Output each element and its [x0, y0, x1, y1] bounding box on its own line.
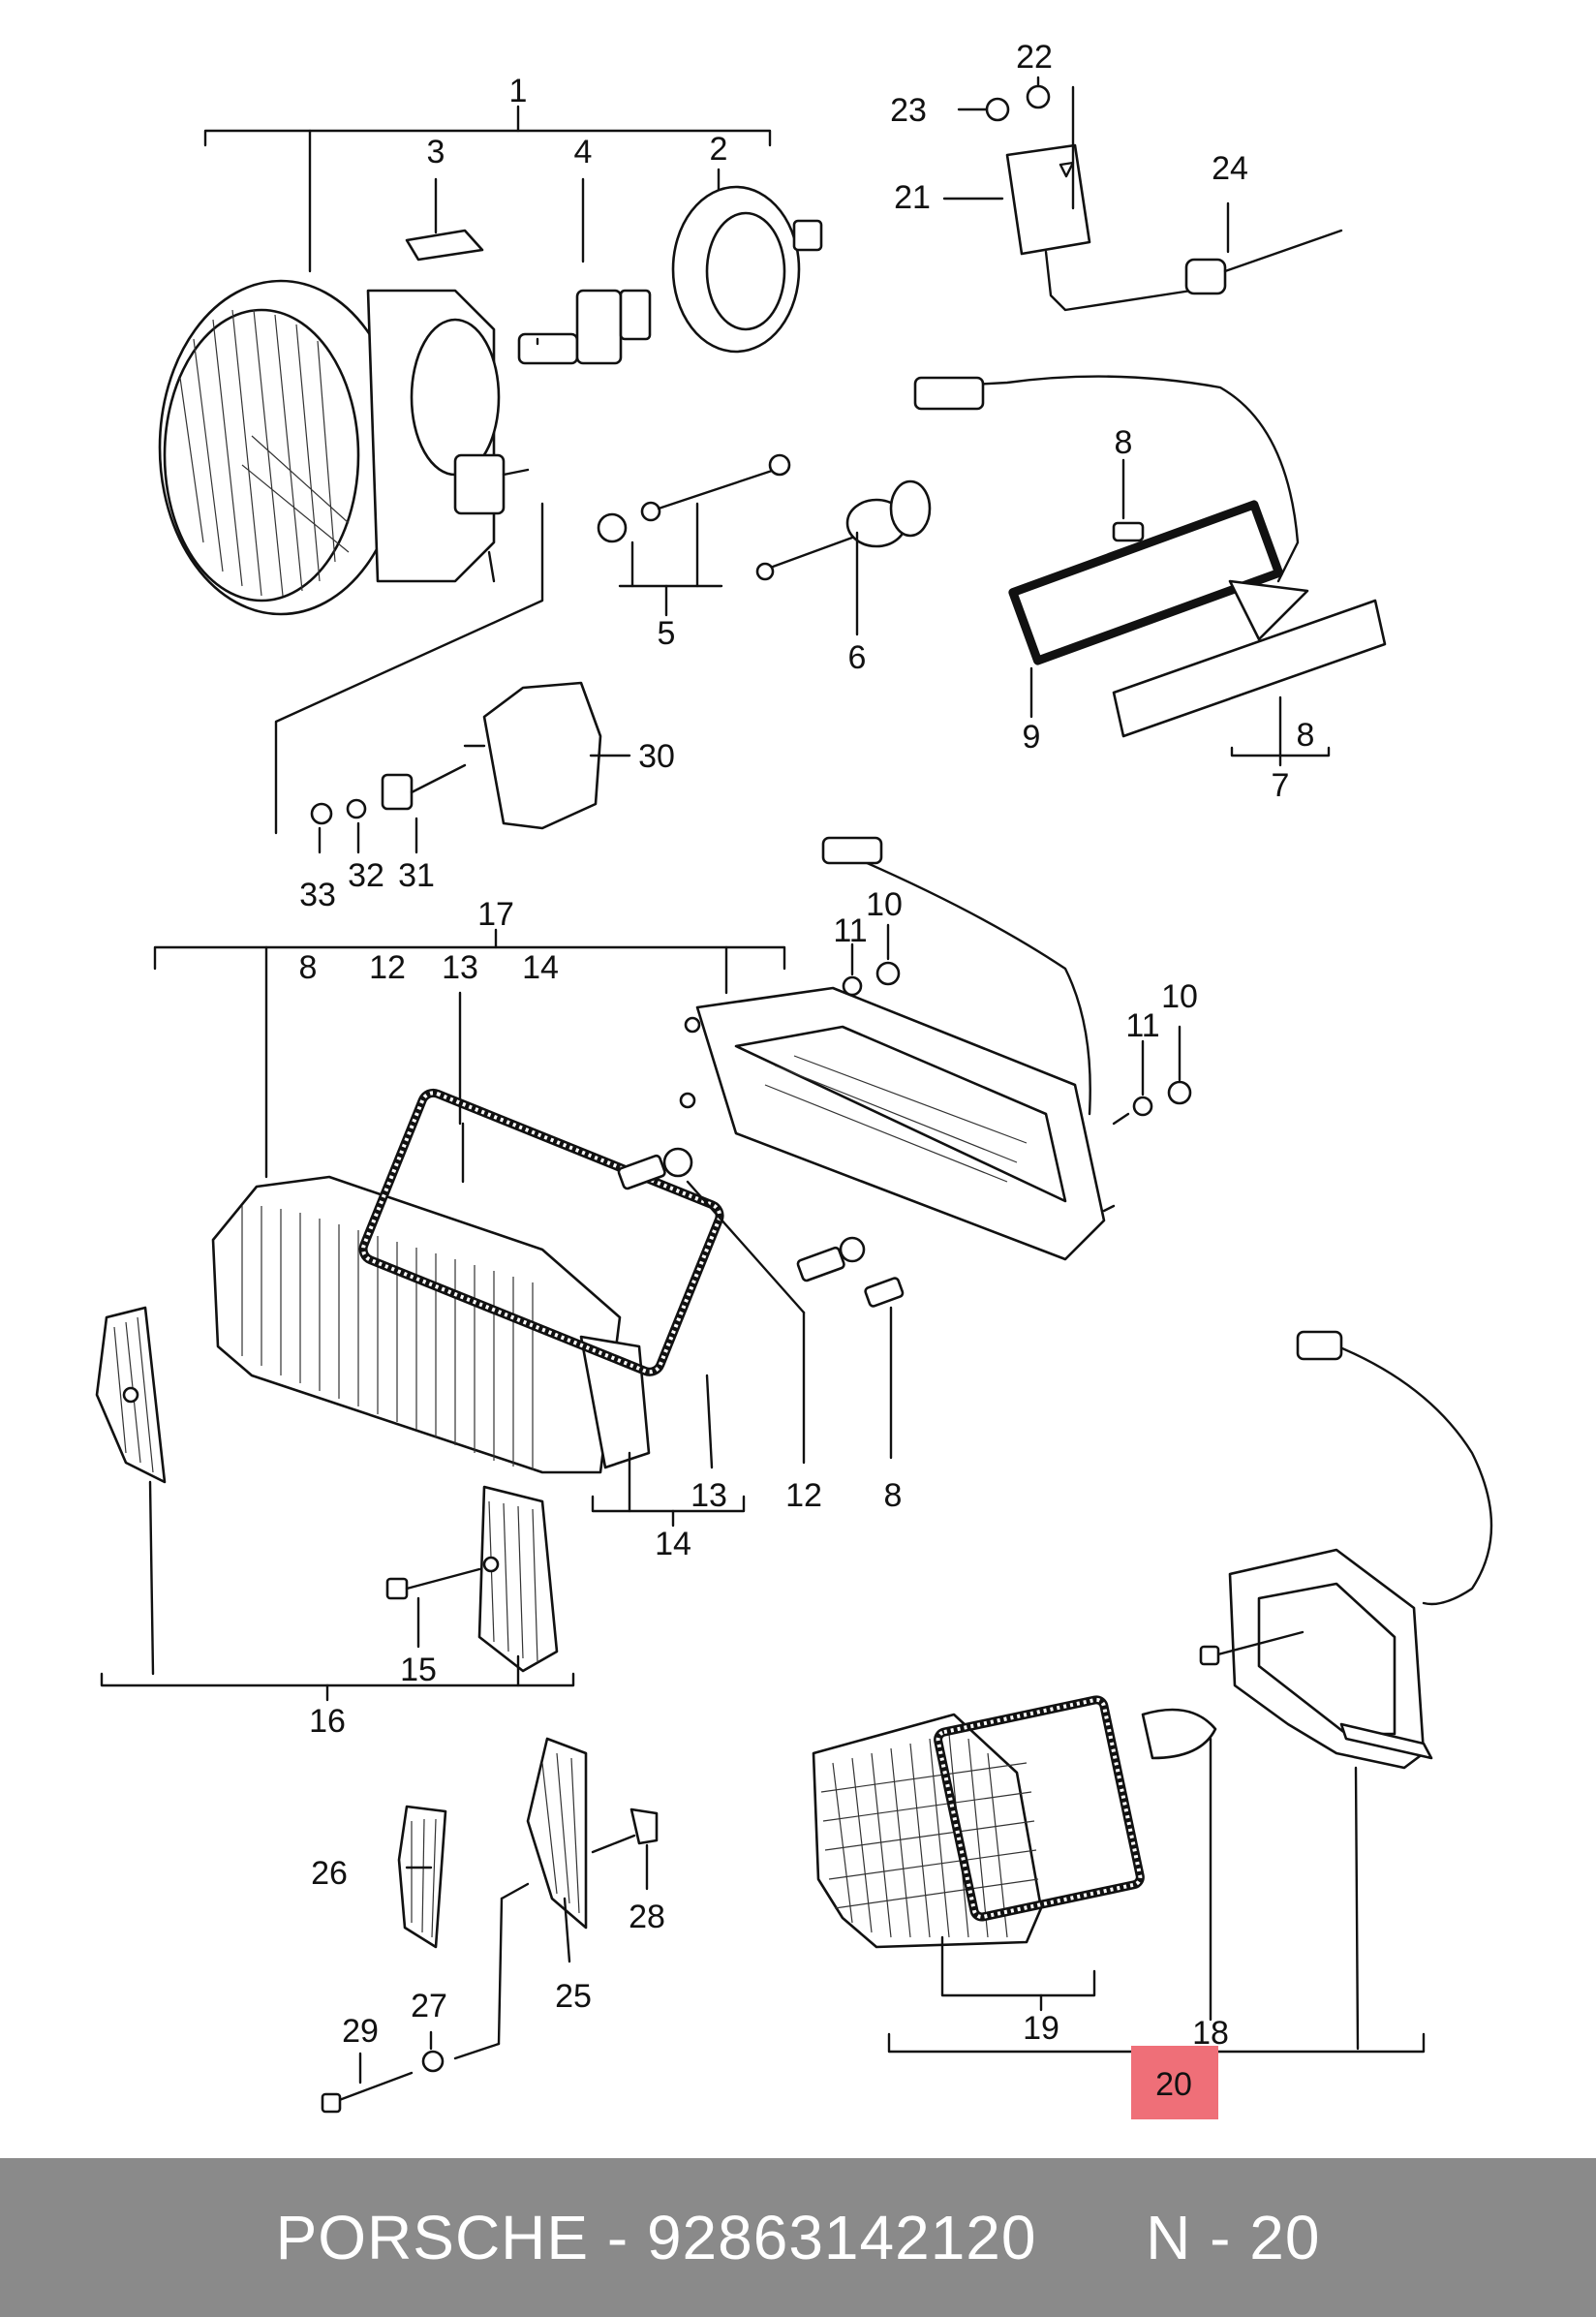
adjuster-parts [597, 453, 932, 636]
callout-28: 28 [629, 1899, 665, 1935]
diagram-reference: N - 20 [1146, 2203, 1321, 2272]
bulb-holder-part-2 [671, 185, 823, 354]
callout-31: 31 [398, 857, 435, 894]
callout-20: 20 [1155, 2066, 1192, 2103]
callout-18: 18 [1192, 2015, 1229, 2052]
callout-26: 26 [311, 1855, 348, 1892]
callout-12-bulb: 12 [785, 1477, 822, 1514]
callout-33: 33 [299, 877, 336, 913]
callout-21: 21 [894, 179, 931, 216]
headlamp-assembly [158, 105, 823, 616]
parts-diagram: 1 2 3 4 5 6 7 8 8 9 8 12 13 14 17 10 11 … [95, 39, 1493, 2119]
callout-23: 23 [890, 92, 927, 129]
side-marker-group [913, 375, 1387, 767]
callout-13-gasket: 13 [691, 1477, 727, 1514]
callout-5: 5 [658, 615, 676, 652]
callout-1: 1 [509, 73, 528, 109]
trim-group [95, 1306, 575, 1702]
callout-32: 32 [348, 857, 384, 894]
callout-8-side-marker-bulb: 8 [1115, 424, 1133, 461]
fog-lamp-assembly [153, 836, 1192, 1528]
callout-25: 25 [555, 1978, 592, 2015]
callout-10-upper: 10 [866, 886, 903, 923]
rear-fog-assembly [812, 1330, 1493, 2063]
callout-13-fog-lamp: 13 [442, 949, 478, 986]
callout-14-adjuster: 14 [655, 1526, 691, 1562]
callout-labels: 1 2 3 4 5 6 7 8 8 9 8 12 13 14 17 10 11 … [299, 39, 1315, 2119]
side-trim-group [321, 1737, 659, 2114]
callout-8-fog-lamp: 8 [299, 949, 318, 986]
clip-part-3 [405, 229, 484, 262]
callout-29: 29 [342, 2013, 379, 2050]
callout-11-lower: 11 [1125, 1007, 1159, 1044]
callout-10-lower: 10 [1161, 978, 1198, 1015]
callout-8-side-marker: 8 [1297, 717, 1315, 754]
footer-bar: PORSCHE - 92863142120 N - 20 [0, 2158, 1596, 2317]
callout-14-fog-lamp: 14 [522, 949, 559, 986]
footer-text: PORSCHE - 92863142120 N - 20 [276, 2202, 1321, 2273]
callout-16: 16 [309, 1703, 346, 1740]
headlamp-unit [158, 279, 530, 616]
callout-17: 17 [477, 896, 514, 933]
callout-2: 2 [710, 131, 728, 168]
headlamp-motor-group [274, 502, 631, 854]
callout-20-highlight [1131, 2046, 1218, 2119]
callout-9: 9 [1023, 719, 1041, 756]
callout-24: 24 [1212, 150, 1248, 187]
callout-30: 30 [638, 738, 675, 775]
callout-4: 4 [574, 134, 593, 170]
bulb-part-4 [517, 289, 652, 365]
callout-19: 19 [1023, 2010, 1059, 2047]
callout-3: 3 [427, 134, 445, 170]
callout-27: 27 [411, 1988, 447, 2024]
callout-12-fog-lamp: 12 [369, 949, 406, 986]
callout-15: 15 [400, 1652, 437, 1688]
part-number-label: PORSCHE - 92863142120 [275, 2203, 1037, 2272]
fog-lamp-lens [211, 1175, 651, 1474]
callout-11-upper: 11 [833, 912, 867, 949]
control-unit-group [942, 76, 1343, 312]
fog-lamp-housing [679, 986, 1130, 1261]
callout-6: 6 [848, 639, 867, 676]
callout-7: 7 [1272, 767, 1290, 804]
callout-8-bulb: 8 [884, 1477, 903, 1514]
callout-22: 22 [1016, 39, 1053, 76]
